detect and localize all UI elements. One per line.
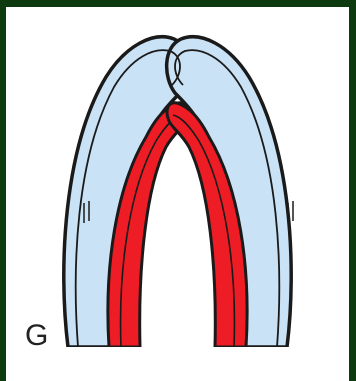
diagram-frame: G	[6, 7, 349, 381]
bottom-cut	[6, 347, 349, 381]
neural-fold-diagram	[6, 7, 349, 381]
right-hash-marks	[288, 201, 293, 223]
panel-letter: G	[25, 321, 48, 351]
